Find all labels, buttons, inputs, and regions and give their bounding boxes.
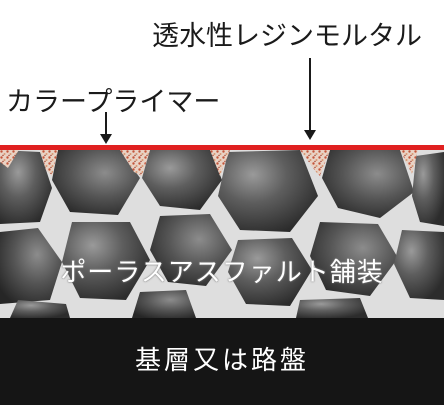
resin-mortar-wedges (0, 148, 418, 176)
resin-mortar-label: 透水性レジンモルタル (152, 21, 422, 52)
base-layer (0, 318, 444, 405)
resin-arrow (304, 58, 316, 140)
color-primer-layer (0, 145, 444, 150)
base-layer-label: 基層又は路盤 (134, 346, 309, 376)
primer-arrow (100, 112, 112, 144)
color-primer-label: カラープライマー (6, 87, 221, 118)
porous-asphalt-label: ポーラスアスファルト舗装 (60, 258, 384, 288)
aggregate-stones (0, 150, 444, 318)
